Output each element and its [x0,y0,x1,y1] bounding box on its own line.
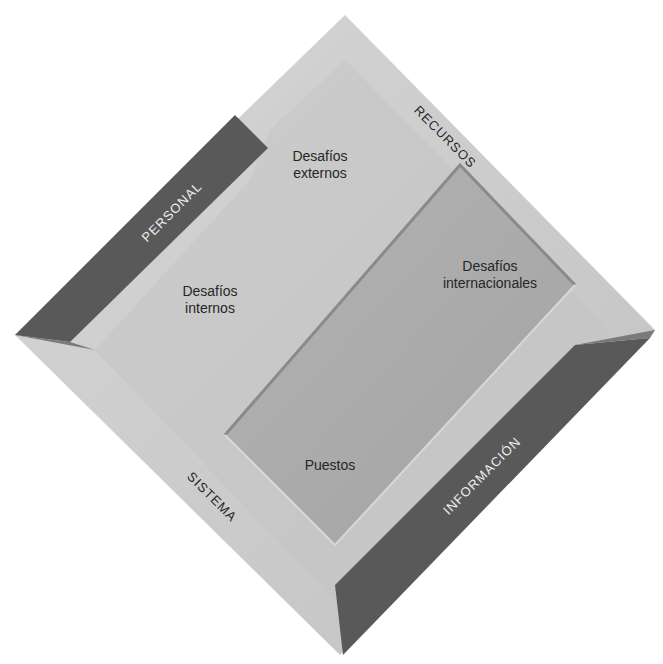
face-label: Desafíos externos [292,148,347,182]
outer-diamond [15,15,655,655]
edge-label: SISTEMA [184,469,240,525]
band-bevel [15,335,95,350]
personal-band [15,115,268,342]
face-label: Desafíos internacionales [443,258,537,292]
band-bevel [575,330,655,345]
informacion-band [335,338,650,655]
band-label: PERSONAL [139,179,206,246]
edge-label: RECURSOS [411,103,480,172]
face-label: Puestos [305,457,356,474]
inner-recess [225,165,575,545]
band-label: INFORMACIÓN [440,434,524,518]
recess-shadow [225,165,575,435]
inner-face [95,60,610,605]
face-label: Desafíos internos [182,283,237,317]
